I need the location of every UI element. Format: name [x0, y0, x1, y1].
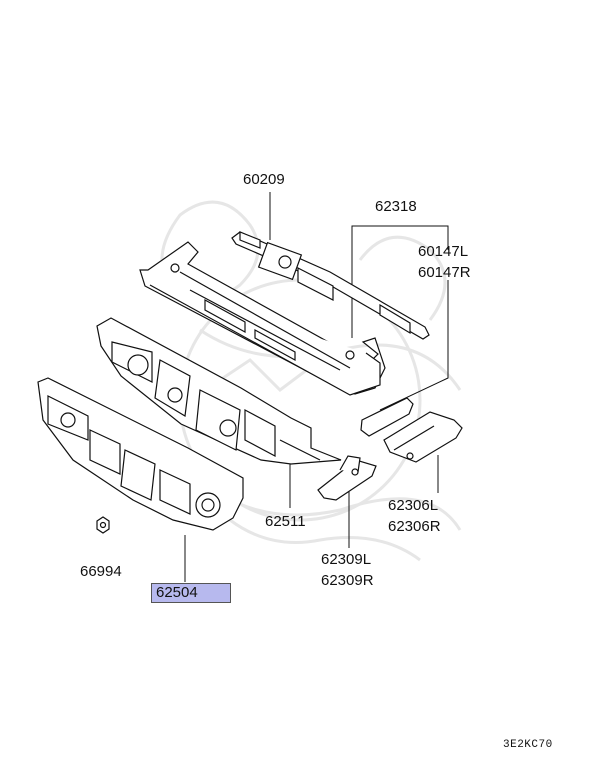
- part-label-62306L[interactable]: 62306L: [388, 497, 439, 514]
- part-62306-drawing: [360, 397, 463, 463]
- part-label-62318[interactable]: 62318: [375, 198, 417, 215]
- part-62309-drawing: [317, 455, 377, 501]
- part-62318-drawing: [139, 241, 386, 396]
- part-label-60209[interactable]: 60209: [243, 171, 285, 188]
- part-66994-drawing: [96, 516, 110, 534]
- part-label-62306R[interactable]: 62306R: [388, 518, 441, 535]
- part-label-62309L[interactable]: 62309L: [321, 551, 372, 568]
- part-label-62511[interactable]: 62511: [265, 513, 306, 530]
- part-62504-drawing: [37, 377, 244, 531]
- part-label-60147R[interactable]: 60147R: [418, 264, 471, 281]
- part-label-62504-highlighted[interactable]: 62504: [151, 583, 231, 603]
- diagram-code: 3E2KC70: [503, 739, 553, 751]
- part-label-66994[interactable]: 66994: [80, 563, 122, 580]
- part-60209-drawing: [231, 231, 430, 340]
- part-label-60147L[interactable]: 60147L: [418, 243, 469, 260]
- part-62511-drawing: [96, 317, 342, 465]
- leader-lines: [184, 192, 449, 582]
- part-label-62309R[interactable]: 62309R: [321, 572, 374, 589]
